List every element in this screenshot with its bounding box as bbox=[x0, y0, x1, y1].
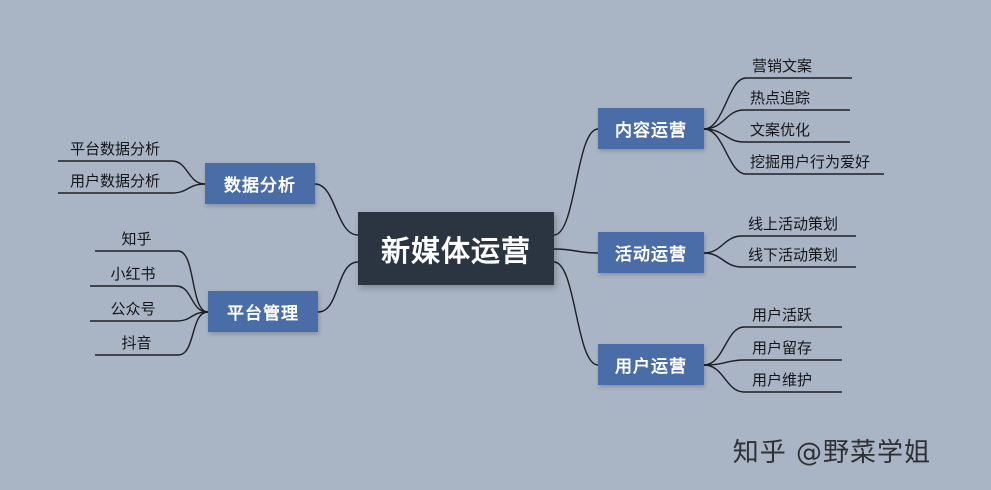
zhihu-watermark: 知乎 @野菜学姐 bbox=[732, 438, 931, 468]
leaf-platform-data-analysis: 平台数据分析 bbox=[69, 140, 160, 158]
leaf-user-activity: 用户活跃 bbox=[752, 306, 813, 324]
leaf-user-maintenance: 用户维护 bbox=[752, 371, 813, 389]
leaf-copy-optimization: 文案优化 bbox=[750, 121, 811, 139]
branch-node-activity-operation: 活动运营 bbox=[598, 232, 704, 273]
branch-node-user-operation: 用户运营 bbox=[598, 344, 704, 385]
leaf-gongzhonghao: 公众号 bbox=[110, 300, 156, 318]
branch-node-platform-management: 平台管理 bbox=[208, 291, 318, 332]
leaf-xiaohongshu: 小红书 bbox=[110, 265, 156, 283]
leaf-mine-user-behavior: 挖掘用户行为爱好 bbox=[750, 153, 871, 171]
branch-node-data-analysis: 数据分析 bbox=[205, 163, 315, 204]
leaf-offline-event-planning: 线下活动策划 bbox=[748, 246, 839, 264]
leaf-hotspot-tracking: 热点追踪 bbox=[750, 89, 811, 107]
leaf-user-retention: 用户留存 bbox=[752, 339, 813, 357]
leaf-user-data-analysis: 用户数据分析 bbox=[69, 172, 160, 190]
leaf-zhihu: 知乎 bbox=[121, 230, 152, 248]
center-topic-node: 新媒体运营 bbox=[358, 212, 554, 285]
leaf-marketing-copy: 营销文案 bbox=[752, 57, 813, 75]
leaf-douyin: 抖音 bbox=[121, 334, 152, 352]
leaf-online-event-planning: 线上活动策划 bbox=[748, 215, 839, 233]
branch-node-content-operation: 内容运营 bbox=[598, 108, 704, 149]
